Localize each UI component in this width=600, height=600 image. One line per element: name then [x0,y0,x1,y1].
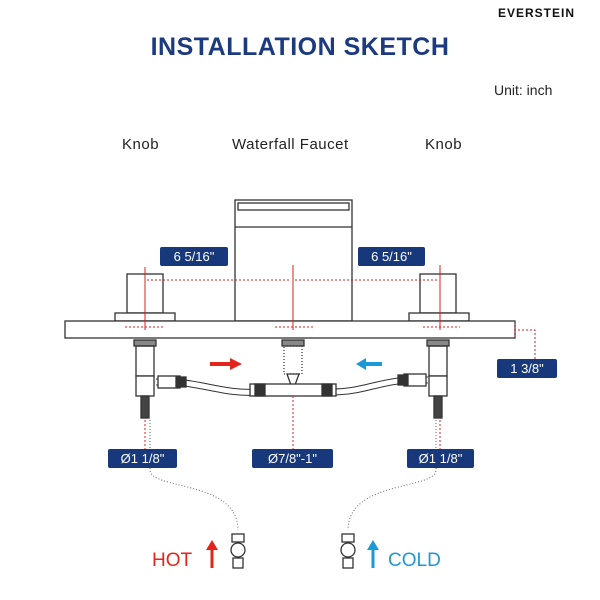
right-knob [419,273,457,314]
deck-thickness-dimension: 1 3/8" [497,359,557,378]
knob-right-label: Knob [425,136,463,153]
spout-outlet [237,202,350,211]
deck-plate [64,320,516,339]
center-hole-dimension: Ø7/8"-1" [252,449,333,468]
hot-supply-valve-icon [230,533,246,569]
right-spacing-dimension: 6 5/16" [358,247,425,266]
dimension-lines [125,265,536,449]
brand-logo: EVERSTEIN [498,6,576,20]
hot-label: HOT [152,550,193,571]
left-hole-dimension: Ø1 1/8" [108,449,177,468]
page-title: INSTALLATION SKETCH [150,33,450,61]
knob-left-label: Knob [122,136,160,153]
cold-label: COLD [388,550,441,571]
right-hole-dimension: Ø1 1/8" [407,449,474,468]
left-spacing-dimension: 6 5/16" [160,247,228,266]
unit-label: Unit: inch [494,82,553,98]
cold-supply-valve-icon [340,533,356,569]
faucet-label: Waterfall Faucet [232,136,349,153]
